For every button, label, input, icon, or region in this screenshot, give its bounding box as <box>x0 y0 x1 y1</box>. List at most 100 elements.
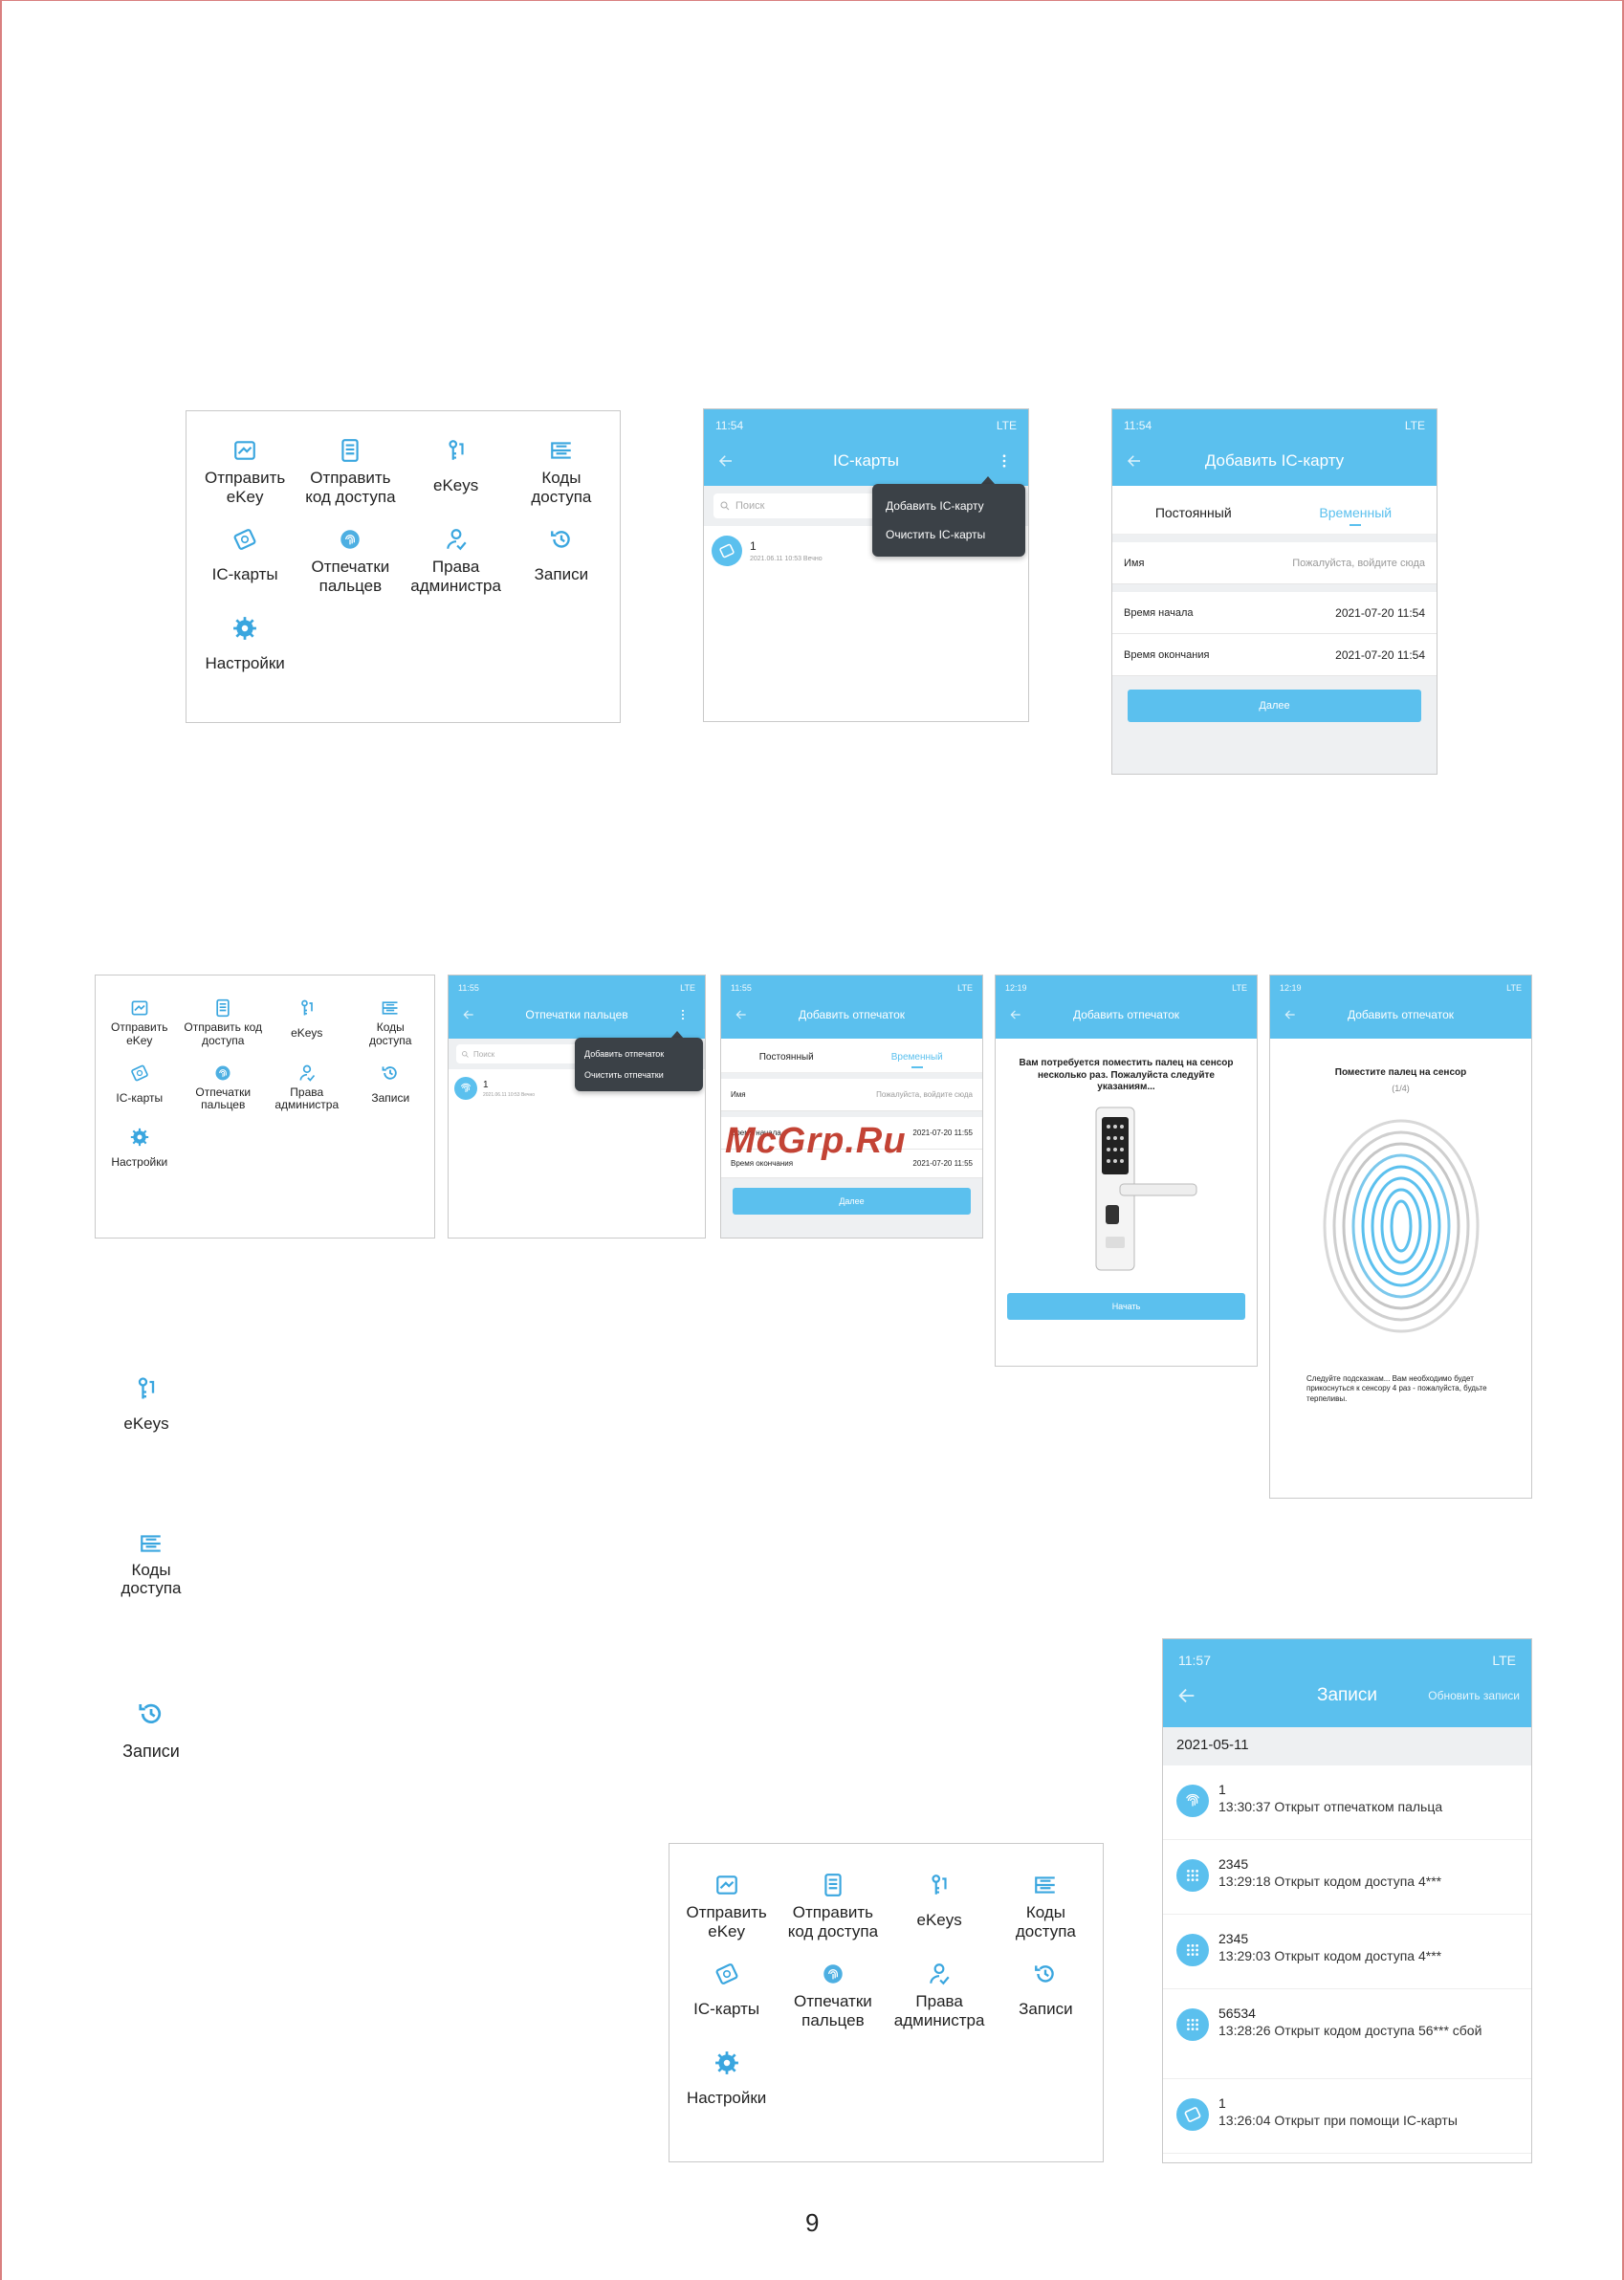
list-icon <box>1033 1873 1058 1897</box>
fingerprint-illustration <box>1323 1119 1480 1333</box>
menu-fingerprints[interactable]: Отпечатки пальцев <box>779 1962 886 2029</box>
back-arrow-icon[interactable] <box>735 1008 748 1021</box>
menu-settings[interactable]: Настройки <box>192 616 297 673</box>
menu-ekeys[interactable]: eKeys <box>404 438 509 506</box>
menu-codes[interactable]: Коды доступа <box>509 438 614 506</box>
fingerprint-icon <box>213 1063 232 1083</box>
back-arrow-icon[interactable] <box>462 1008 475 1021</box>
more-menu-icon[interactable] <box>996 452 1013 470</box>
back-arrow-icon[interactable] <box>1009 1008 1022 1021</box>
scan-heading: Поместите палец на сенсор <box>1334 1067 1467 1078</box>
history-icon <box>381 1063 400 1083</box>
menu-panel-3: Отправить eKey Отправить код доступа eKe… <box>669 1843 1104 2162</box>
menu-send-ekey[interactable]: Отправить eKey <box>98 998 182 1048</box>
menu-panel-2: Отправить eKey Отправить код доступа eKe… <box>95 975 435 1239</box>
menu-send-ekey[interactable]: Отправить eKey <box>673 1873 779 1940</box>
keys-icon <box>444 438 469 463</box>
menu-ic-cards[interactable]: IC-карты <box>673 1962 779 2029</box>
menu-records[interactable]: Записи <box>993 1962 1099 2029</box>
tab-temporary[interactable]: Временный <box>852 1052 983 1068</box>
keypad-icon <box>213 998 232 1018</box>
keypad-icon <box>1182 2014 1203 2035</box>
menu-settings[interactable]: Настройки <box>673 2050 779 2108</box>
add-dropdown: Добавить IC-карту Очистить IC-карты <box>872 484 1025 557</box>
side-icon-records: Записи <box>113 1699 189 1762</box>
page-title: Добавить отпечаток <box>799 1008 905 1021</box>
menu-codes[interactable]: Коды доступа <box>349 998 433 1048</box>
card-icon <box>130 1063 149 1083</box>
watermark: McGrp.Ru <box>725 1121 907 1161</box>
menu-ic-cards[interactable]: IC-карты <box>192 527 297 595</box>
menu-send-code[interactable]: Отправить код доступа <box>182 998 266 1048</box>
status-time: 11:55 <box>458 983 479 993</box>
record-text: 13:30:37 Открыт отпечатком пальца <box>1218 1799 1443 1815</box>
page-title: IC-карты <box>832 451 899 470</box>
menu-item-clear[interactable]: Очистить IC-карты <box>886 528 986 541</box>
next-button[interactable]: Далее <box>1128 690 1421 722</box>
menu-settings[interactable]: Настройки <box>98 1128 182 1170</box>
menu-ekeys[interactable]: eKeys <box>265 998 349 1048</box>
card-icon <box>232 527 257 552</box>
page-title: Добавить отпечаток <box>1073 1008 1179 1021</box>
menu-item-add[interactable]: Добавить IC-карту <box>886 499 984 513</box>
records-date: 2021-05-11 <box>1163 1727 1531 1765</box>
back-arrow-icon[interactable] <box>1126 452 1143 470</box>
menu-item-add[interactable]: Добавить отпечаток <box>584 1049 665 1059</box>
menu-records[interactable]: Записи <box>509 527 614 595</box>
menu-ekeys[interactable]: eKeys <box>887 1873 993 1940</box>
door-lock-illustration <box>1095 1107 1197 1270</box>
menu-item-clear[interactable]: Очистить отпечатки <box>584 1070 664 1080</box>
menu-send-code[interactable]: Отправить код доступа <box>297 438 403 506</box>
gear-icon <box>714 2050 739 2075</box>
keys-icon <box>133 1374 160 1403</box>
status-time: 11:57 <box>1178 1653 1211 1668</box>
menu-ic-cards[interactable]: IC-карты <box>98 1063 182 1113</box>
menu-codes[interactable]: Коды доступа <box>993 1873 1099 1940</box>
menu-fingerprints[interactable]: Отпечатки пальцев <box>182 1063 266 1113</box>
keypad-icon <box>1182 1865 1203 1886</box>
menu-send-code[interactable]: Отправить код доступа <box>779 1873 886 1940</box>
menu-admin-rights[interactable]: Права администра <box>265 1063 349 1113</box>
tab-permanent[interactable]: Постоянный <box>758 1052 814 1063</box>
status-time: 11:54 <box>715 419 744 432</box>
back-arrow-icon[interactable] <box>1284 1008 1297 1021</box>
menu-records[interactable]: Записи <box>349 1063 433 1113</box>
gear-icon <box>130 1128 149 1147</box>
fingerprint-icon <box>1182 1790 1203 1811</box>
start-button[interactable]: Начать <box>1007 1292 1245 1320</box>
search-icon <box>461 1050 470 1059</box>
next-button[interactable]: Далее <box>733 1188 971 1215</box>
record-text: 13:28:26 Открыт кодом доступа 56*** сбой <box>1218 2023 1482 2039</box>
tab-permanent[interactable]: Постоянный <box>1154 505 1232 520</box>
back-arrow-icon[interactable] <box>1176 1685 1197 1706</box>
menu-admin-rights[interactable]: Права администра <box>404 527 509 595</box>
admin-icon <box>444 527 469 552</box>
back-arrow-icon[interactable] <box>717 452 735 470</box>
keypad-icon <box>1182 1940 1203 1961</box>
menu-send-ekey[interactable]: Отправить eKey <box>192 438 297 506</box>
refresh-records-button[interactable]: Обновить записи <box>1428 1689 1520 1702</box>
tab-temporary[interactable]: Временный <box>1275 505 1437 526</box>
record-row[interactable]: 1 13:30:37 Открыт отпечатком пальца <box>1163 1765 1531 1840</box>
more-menu-icon[interactable] <box>676 1008 690 1021</box>
menu-admin-rights[interactable]: Права администра <box>887 1962 993 2029</box>
menu-fingerprints[interactable]: Отпечатки пальцев <box>297 527 403 595</box>
record-name: 1 <box>1218 1782 1226 1797</box>
card-icon <box>717 541 736 560</box>
